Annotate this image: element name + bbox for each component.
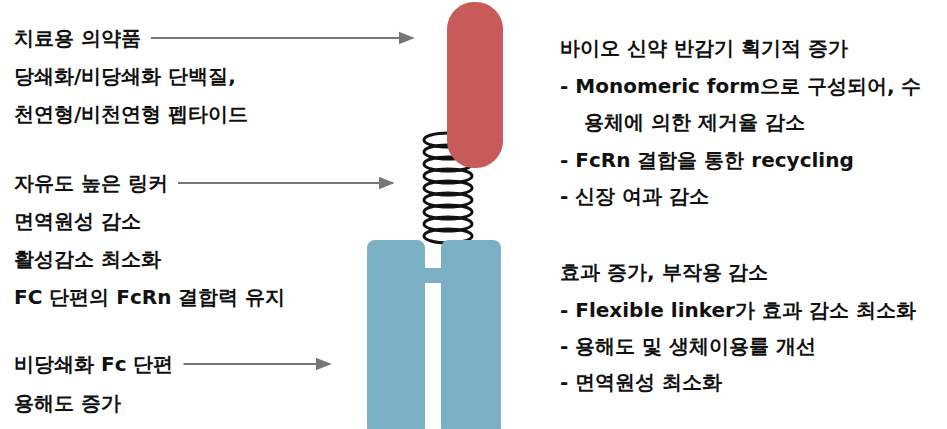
benefit-item: - FcRn 결합을 통한 recycling — [560, 148, 854, 172]
benefit-item: - 면역원성 최소화 — [560, 370, 722, 394]
fc-chain — [367, 240, 425, 429]
benefit-item: - 신장 여과 감소 — [560, 184, 709, 208]
fc-hinge — [423, 268, 443, 283]
callout-text: 천연형/비천연형 펩타이드 — [14, 102, 248, 126]
benefit-heading: 바이오 신약 반감기 획기적 증가 — [560, 36, 848, 60]
benefit-item: - 용해도 및 생체이용률 개선 — [560, 334, 816, 358]
leader-arrow — [151, 37, 413, 39]
fc-chain — [441, 240, 501, 429]
callout-text: 활성감소 최소화 — [14, 247, 161, 271]
callout-heading: 자유도 높은 링커 — [14, 171, 168, 195]
callout-text: FC 단편의 FcRn 결합력 유지 — [14, 285, 285, 309]
callout-heading: 치료용 의약품 — [14, 26, 141, 50]
leader-arrow — [178, 182, 393, 184]
benefit-item: - Monomeric form으로 구성되어, 수용체에 의한 제거율 감소 — [560, 68, 939, 140]
callout-heading: 비당쇄화 Fc 단편 — [14, 352, 173, 376]
callout-text: 면역원성 감소 — [14, 209, 141, 233]
drug-domain — [447, 2, 503, 168]
callout-text: 당쇄화/비당쇄화 단백질, — [14, 64, 236, 88]
benefit-item: - Flexible linker가 효과 감소 최소화 — [560, 298, 916, 322]
leader-arrow — [183, 363, 330, 365]
benefit-heading: 효과 증가, 부작용 감소 — [560, 260, 769, 284]
callout-text: 용해도 증가 — [14, 391, 121, 415]
